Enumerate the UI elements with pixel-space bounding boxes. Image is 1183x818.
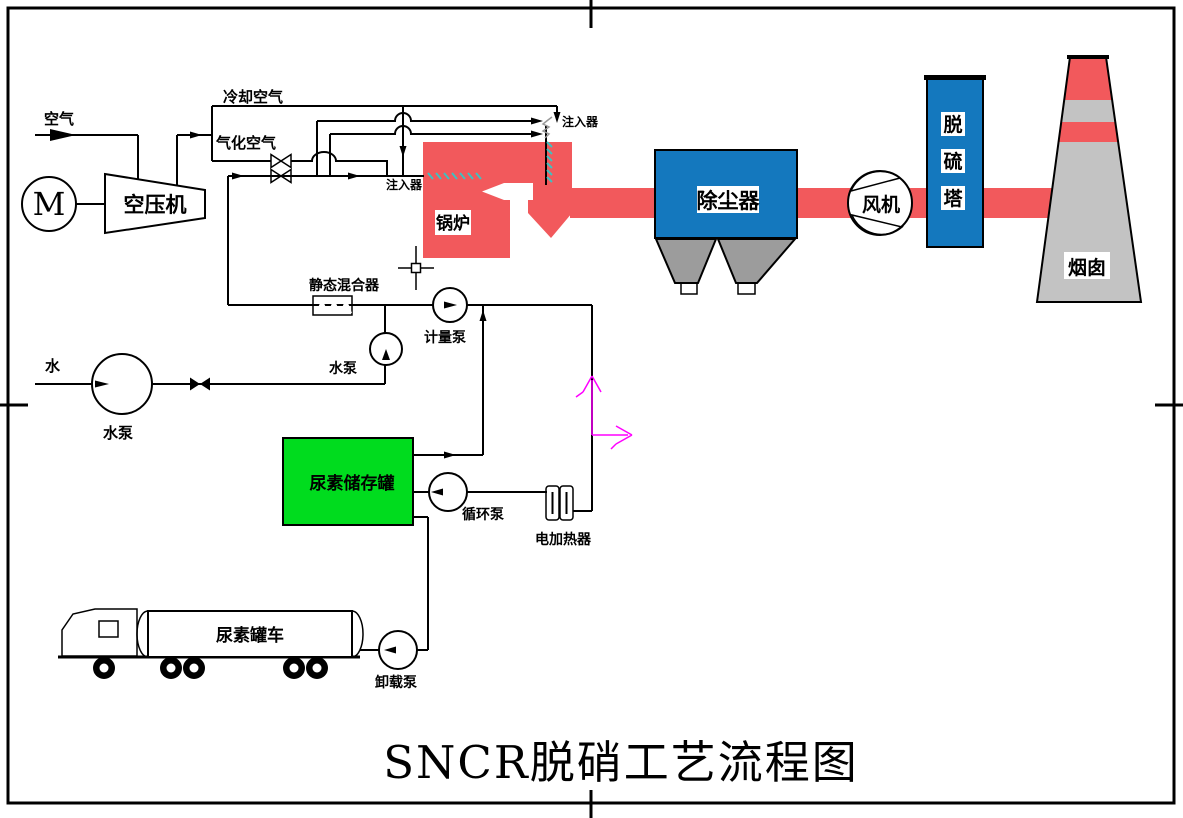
static-mixer-label: 静态混合器 [309, 277, 380, 294]
water-pump-main-arrow [95, 380, 109, 388]
water-pump-main-circle [91, 353, 153, 415]
urea-tank [282, 437, 414, 526]
air-inlet-arrow [50, 129, 76, 141]
water-pump-main-label: 水泵 [103, 424, 133, 442]
drawing-title: SNCR脱硝工艺流程图 [383, 736, 859, 789]
fan-blade-bottom [850, 213, 904, 236]
desulfurization-tower: 脱 硫 塔 [924, 75, 986, 248]
lance-air-valve [270, 168, 292, 184]
tower-label-char: 脱 [943, 113, 962, 136]
metering-pump-arrow [444, 301, 457, 309]
chimney-label: 烟囱 [1068, 256, 1106, 279]
truck-window [98, 620, 119, 638]
boiler-outlet-arrow [528, 213, 572, 238]
static-mixer [312, 295, 353, 316]
injector-nozzle-symbol [541, 116, 553, 139]
metering-pump-label: 计量泵 [424, 329, 466, 346]
hopper-right [716, 238, 798, 284]
unloading-pump-label: 卸载泵 [375, 674, 417, 691]
compressor-body [104, 172, 206, 235]
urea-tank-label: 尿素储存罐 [310, 473, 395, 494]
boiler-label-patch [435, 210, 471, 235]
tower-label-char: 塔 [943, 187, 963, 210]
ucs-axes-icon [575, 375, 633, 450]
water-pump-booster-label: 水泵 [329, 360, 357, 377]
air-label: 空气 [44, 110, 74, 128]
electric-heater [545, 485, 574, 521]
electric-heater-label: 电加热器 [535, 531, 592, 548]
flue-duct-boiler-to-collector [570, 188, 660, 218]
cooling-air-label: 冷却空气 [223, 88, 283, 106]
boiler-notch-arrow [482, 183, 533, 200]
truck-tank-label: 尿素罐车 [216, 625, 284, 646]
truck-cab [61, 608, 138, 657]
truck-wheels [93, 657, 328, 679]
chimney: 烟囱 [1035, 55, 1143, 303]
truck-tank-body [147, 610, 353, 658]
flue-duct-tower-to-chimney [983, 188, 1058, 218]
hopper-left [654, 238, 718, 284]
motor-letter: M [33, 185, 66, 223]
fan-label: 风机 [862, 194, 900, 216]
injector-top-label: 注入器 [562, 114, 599, 129]
lance-spray-pattern [427, 141, 553, 183]
fan-blade-top [849, 170, 902, 193]
crosshair-cursor[interactable] [398, 246, 434, 290]
gasification-air-label: 气化空气 [215, 134, 276, 152]
unloading-pump-arrow [384, 646, 396, 654]
injector-left-label: 注入器 [386, 177, 423, 192]
gasification-air-valve [270, 153, 292, 169]
dust-collector: 除尘器 [654, 149, 798, 295]
circulation-pump-circle [428, 472, 468, 512]
boiler-label: 锅炉 [436, 213, 470, 234]
circulation-pump-arrow [431, 488, 443, 496]
tower-label-char: 硫 [943, 150, 962, 173]
circulation-pump-label: 循环泵 [462, 506, 504, 523]
water-label: 水 [45, 357, 61, 375]
dust-collector-label: 除尘器 [697, 189, 761, 213]
compressor-label: 空压机 [124, 193, 187, 217]
solution-piping [35, 304, 593, 651]
urea-truck: 尿素罐车 [58, 608, 364, 679]
unloading-pump-circle [378, 630, 418, 670]
water-pump-booster-arrow [382, 349, 390, 360]
fan: 风机 [847, 170, 913, 236]
